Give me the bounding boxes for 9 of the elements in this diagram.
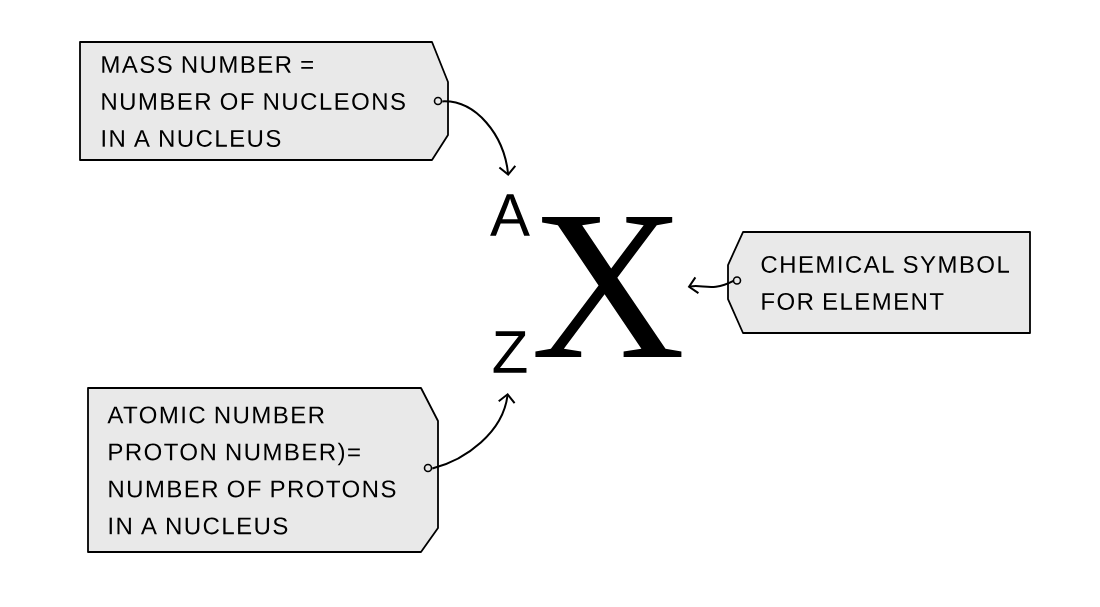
tag-box: ATOMIC NUMBER PROTON NUMBER)= NUMBER OF PROTONS IN A NUCLEUS	[87, 387, 439, 553]
curved-arrow	[431, 392, 516, 470]
tag-box: MASS NUMBER = NUMBER OF NUCLEONS IN A NUCLEUS	[79, 41, 449, 161]
symbol-letter: X	[535, 216, 682, 358]
curved-arrow	[441, 100, 517, 177]
curved-arrow	[687, 276, 735, 295]
symbol-letter: A	[490, 194, 530, 236]
tag-box: CHEMICAL SYMBOL FOR ELEMENT	[727, 231, 1031, 334]
symbol-letter: Z	[493, 331, 527, 373]
